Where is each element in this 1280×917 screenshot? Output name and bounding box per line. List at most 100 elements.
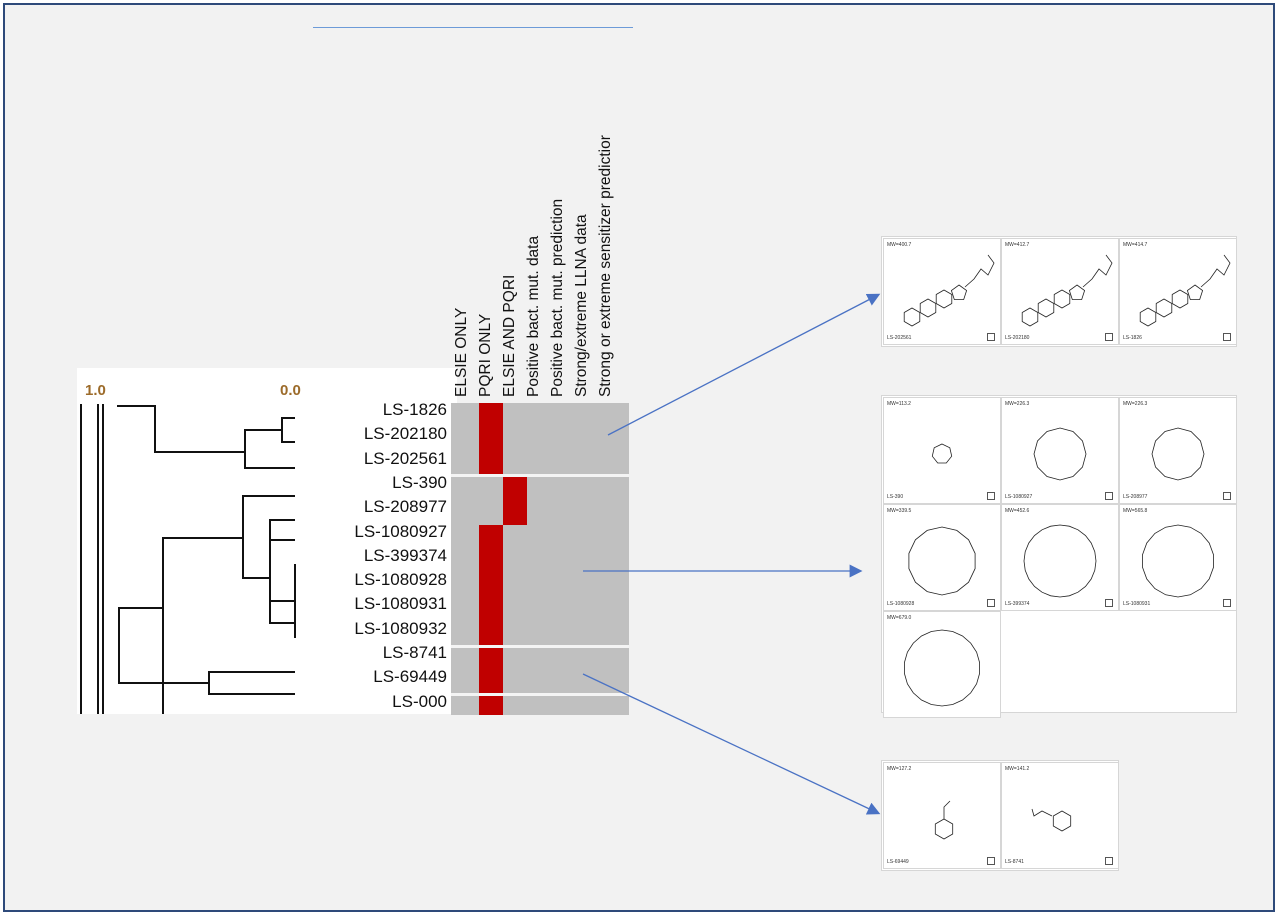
select-checkbox[interactable] xyxy=(1223,599,1231,607)
heatmap-cell xyxy=(479,670,503,696)
heatmap-cell xyxy=(479,621,503,647)
column-header: Strong or extreme sensitizer predictior xyxy=(597,135,614,397)
scale-label-min: 0.0 xyxy=(280,382,301,399)
molecular-weight: MW=226.3 xyxy=(1123,401,1148,407)
dendrogram-tree xyxy=(80,404,296,714)
heatmap-cell xyxy=(479,548,503,574)
compound-id: LS-390 xyxy=(887,494,904,500)
molecular-weight: MW=679.0 xyxy=(887,615,912,621)
compound-id: LS-1080928 xyxy=(887,601,915,607)
row-label: LS-1080932 xyxy=(354,618,447,638)
molecular-weight: MW=339.5 xyxy=(887,508,912,514)
molecular-weight: MW=400.7 xyxy=(887,242,912,248)
column-header: ELSIE ONLY xyxy=(453,307,470,397)
select-checkbox[interactable] xyxy=(1105,492,1113,500)
heatmap-cell xyxy=(479,524,503,550)
molecule-structure xyxy=(1021,254,1113,327)
heatmap-cell xyxy=(503,500,527,525)
compound-id: LS-1080927 xyxy=(1005,494,1033,500)
arrow-to-steroids xyxy=(607,293,881,436)
molecular-weight: MW=412.7 xyxy=(1005,242,1030,248)
molecular-weight: MW=414.7 xyxy=(1123,242,1148,248)
molecule-structure xyxy=(1031,808,1072,832)
molecule-structure xyxy=(1139,254,1231,327)
molecule-structure xyxy=(1023,524,1097,598)
compound-id: LS-8741 xyxy=(1005,859,1024,865)
molecular-weight: MW=113.2 xyxy=(887,401,911,407)
select-checkbox[interactable] xyxy=(1223,492,1231,500)
compound-id: LS-202561 xyxy=(887,335,912,341)
select-checkbox[interactable] xyxy=(1105,857,1113,865)
heatmap-cluster-separator xyxy=(451,474,629,478)
row-label: LS-1080928 xyxy=(354,570,447,590)
row-label: LS-1080931 xyxy=(354,594,447,614)
row-label: LS-1826 xyxy=(382,400,447,419)
row-label: LS-208977 xyxy=(363,497,447,517)
molecular-weight: MW=226.3 xyxy=(1005,401,1030,407)
column-header: Positive bact. mut. prediction xyxy=(549,198,566,397)
compound-id: LS-1080931 xyxy=(1123,601,1151,607)
molecule-structure xyxy=(904,629,980,707)
molecule-structure xyxy=(908,526,976,596)
dendrogram-panel: 1.0 0.0 xyxy=(77,368,457,714)
molecular-weight: MW=565.8 xyxy=(1123,508,1148,514)
scale-label-max: 1.0 xyxy=(85,382,106,399)
select-checkbox[interactable] xyxy=(987,333,995,341)
row-label: LS-69449 xyxy=(373,667,447,687)
molecule-structure xyxy=(1151,427,1205,481)
top-divider xyxy=(313,27,633,28)
figure-frame: 1.0 0.0 xyxy=(3,3,1275,912)
compound-id: LS-69449 xyxy=(887,859,909,865)
select-checkbox[interactable] xyxy=(987,492,995,500)
column-header: Positive bact. mut. data xyxy=(525,235,542,397)
molecule-structure xyxy=(1142,524,1214,598)
row-label: LS-000 xyxy=(392,691,447,711)
row-label: LS-202180 xyxy=(363,424,447,444)
compound-id: LS-208977 xyxy=(1123,494,1148,500)
column-header: Strong/extreme LLNA data xyxy=(573,214,590,397)
heatmap-cell xyxy=(479,403,503,428)
heatmap xyxy=(451,403,629,715)
select-checkbox[interactable] xyxy=(1105,333,1113,341)
column-header: ELSIE AND PQRI xyxy=(501,274,518,397)
heatmap-cell xyxy=(479,427,503,453)
compound-id: LS-1826 xyxy=(1123,335,1142,341)
molecule-structure xyxy=(931,443,953,464)
molecular-weight: MW=141.2 xyxy=(1005,766,1030,772)
compound-id: LS-202180 xyxy=(1005,335,1030,341)
heatmap-cell xyxy=(503,475,527,501)
heatmap-cell xyxy=(479,597,503,623)
heatmap-cell xyxy=(479,573,503,598)
heatmap-cell xyxy=(479,694,503,715)
molecule-structure xyxy=(934,800,954,840)
heatmap-cluster-separator xyxy=(451,644,629,648)
row-label: LS-8741 xyxy=(382,643,447,662)
molecule-structure xyxy=(1033,427,1087,481)
column-header: PQRI ONLY xyxy=(477,313,494,397)
row-label: LS-202561 xyxy=(363,448,447,468)
molecular-weight: MW=127.2 xyxy=(887,766,912,772)
select-checkbox[interactable] xyxy=(987,857,995,865)
select-checkbox[interactable] xyxy=(987,599,995,607)
structure-card: MW=679.0 xyxy=(883,611,1001,718)
select-checkbox[interactable] xyxy=(1223,333,1231,341)
row-label: LS-1080927 xyxy=(354,521,447,541)
select-checkbox[interactable] xyxy=(1105,599,1113,607)
molecular-weight: MW=452.6 xyxy=(1005,508,1030,514)
molecule-structure xyxy=(903,254,995,327)
row-label: LS-399374 xyxy=(363,545,447,565)
